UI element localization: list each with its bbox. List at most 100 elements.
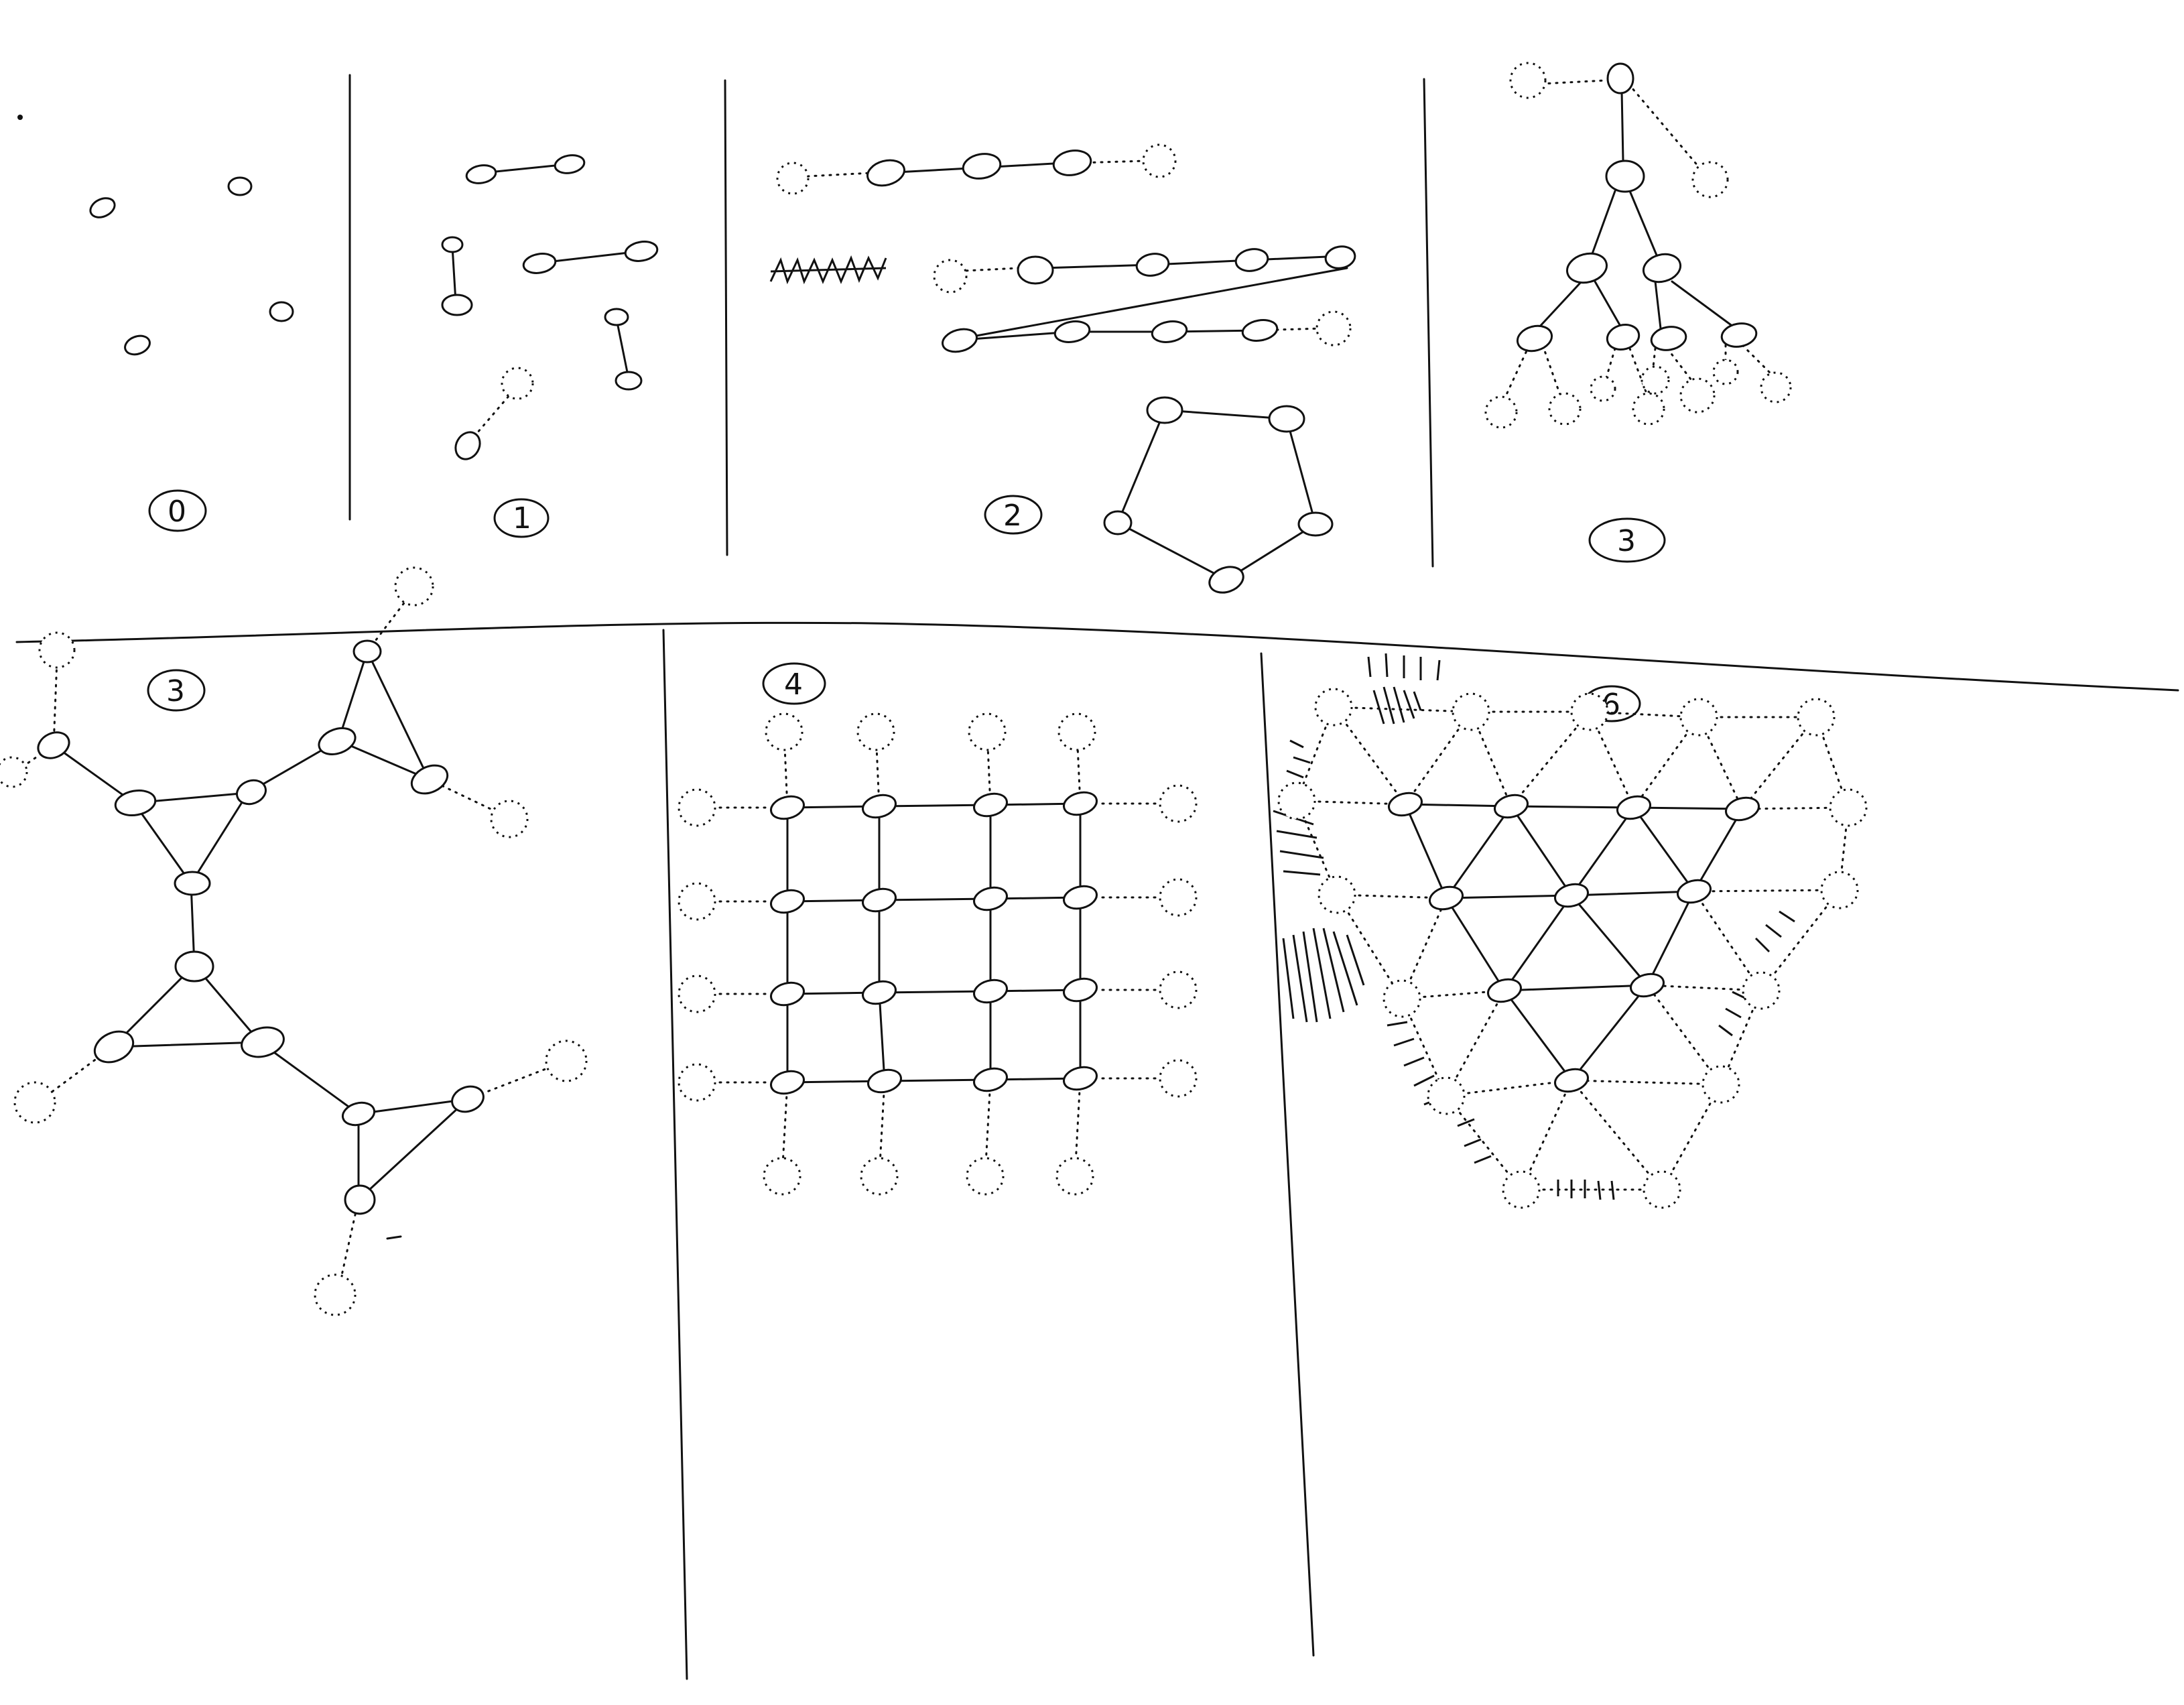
- node: [1208, 566, 1244, 594]
- node: [454, 431, 481, 460]
- node: [241, 1026, 285, 1058]
- node: [1297, 511, 1334, 537]
- node: [1387, 792, 1423, 817]
- node: [1629, 972, 1665, 998]
- edge: [1587, 190, 1662, 266]
- ghost-node: [1679, 698, 1718, 737]
- ghost-node: [678, 1063, 716, 1102]
- node: [769, 889, 806, 914]
- dotted-edge: [1661, 1083, 1722, 1191]
- node: [344, 1184, 376, 1215]
- panel-6-lattice: 6: [1273, 653, 1868, 1209]
- edge: [1570, 806, 1635, 897]
- hatching-marks: [1273, 653, 1795, 1200]
- dotted-edge: [1470, 710, 1513, 808]
- ghost-node: [1427, 1076, 1466, 1115]
- horizontal-divider: [15, 621, 2179, 692]
- node: [972, 792, 1009, 818]
- node: [227, 176, 253, 196]
- edge: [1503, 984, 1649, 992]
- ghost-node: [1760, 371, 1792, 403]
- node: [174, 950, 214, 983]
- divider-bottom-1: [662, 629, 688, 1680]
- dotted-edge: [1760, 889, 1841, 992]
- panel-label-circle-1: [493, 498, 550, 538]
- ghost-node: [1383, 979, 1421, 1018]
- ghost-node: [678, 974, 716, 1013]
- edge: [1503, 989, 1573, 1082]
- edge: [1693, 808, 1744, 893]
- ghost-node: [1055, 1157, 1094, 1196]
- node: [1553, 1068, 1590, 1093]
- ghost-node: [1314, 688, 1353, 727]
- node: [1151, 320, 1188, 343]
- dotted-edge: [781, 1081, 789, 1178]
- node: [1724, 796, 1760, 822]
- ghost-node: [1159, 784, 1198, 823]
- edge: [878, 990, 992, 994]
- ghost-node: [966, 1157, 1005, 1196]
- ghost-node: [1829, 788, 1868, 827]
- node: [769, 981, 806, 1007]
- node: [93, 1030, 135, 1064]
- hatch-mark: [1286, 739, 1311, 779]
- node: [624, 241, 659, 262]
- node: [972, 886, 1009, 911]
- node: [114, 790, 157, 816]
- edge: [1570, 984, 1649, 1082]
- panel-3-tree: 3: [1484, 62, 1792, 563]
- edge: [1570, 890, 1695, 897]
- node: [1103, 510, 1133, 535]
- panel-label-3-bottom: 3: [166, 674, 185, 708]
- edge: [1445, 894, 1573, 899]
- node: [1146, 396, 1183, 424]
- hatch-mark: [1282, 928, 1365, 1023]
- panel-label-circle-3-top: [1588, 517, 1666, 563]
- edge: [1503, 894, 1573, 992]
- ghost-node: [1318, 875, 1356, 914]
- edge: [1404, 803, 1513, 808]
- ghost-node: [1742, 971, 1781, 1010]
- node: [451, 1085, 485, 1113]
- edge: [1445, 897, 1506, 992]
- dotted-edge: [1570, 1079, 1663, 1191]
- scribble-mark: [769, 255, 887, 285]
- ghost-node: [1509, 62, 1547, 99]
- panel-1: 1: [441, 154, 659, 538]
- edge: [878, 804, 992, 808]
- ghost-node: [1590, 375, 1616, 402]
- dotted-edge: [1693, 889, 1841, 893]
- node: [1553, 883, 1590, 908]
- ghost-node: [678, 882, 716, 921]
- node: [972, 978, 1009, 1004]
- dotted-edge: [1401, 989, 1506, 1000]
- panel-label-circle-4: [762, 662, 826, 705]
- node: [37, 731, 70, 759]
- node: [861, 794, 897, 819]
- panel-4-grid: 4: [678, 662, 1198, 1196]
- ghost-node: [1643, 1170, 1681, 1209]
- edge: [1445, 805, 1513, 899]
- dotted-edge: [468, 394, 511, 444]
- node: [972, 1067, 1009, 1092]
- stray-mark: [386, 1235, 402, 1240]
- edge: [1510, 805, 1573, 897]
- ghost-node: [1797, 698, 1836, 737]
- ghost-node: [678, 788, 716, 827]
- ghost-node: [490, 800, 529, 838]
- node: [1062, 1066, 1098, 1091]
- node: [866, 1068, 903, 1094]
- edge: [1570, 894, 1649, 987]
- dotted-edge: [1693, 890, 1762, 992]
- stray-mark: [17, 115, 23, 120]
- node: [1720, 322, 1758, 348]
- dotted-edge: [1510, 710, 1591, 808]
- edge: [1632, 806, 1744, 810]
- dotted-edge: [1445, 1079, 1573, 1097]
- node: [942, 328, 978, 353]
- ghost-node: [314, 1273, 357, 1316]
- ghost-node: [501, 367, 534, 400]
- node: [1486, 978, 1523, 1003]
- node: [1135, 253, 1170, 277]
- ghost-node: [1452, 692, 1490, 731]
